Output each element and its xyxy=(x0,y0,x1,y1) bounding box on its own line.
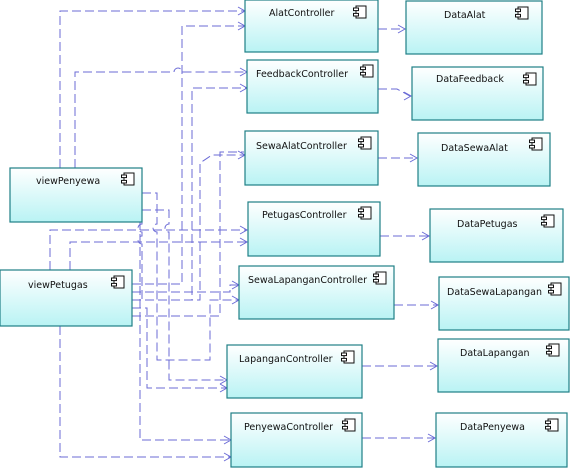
component-lapangancontroller[interactable]: LapanganController xyxy=(226,344,363,399)
component-datasewaalat[interactable]: DataSewaAlat xyxy=(417,132,551,187)
component-label: viewPenyewa xyxy=(36,176,100,187)
component-label: SewaAlatController xyxy=(256,141,347,152)
component-sewalapangancontroller[interactable]: SewaLapanganController xyxy=(238,265,395,320)
arrowhead-datapetugas xyxy=(421,231,431,241)
arrowhead-datasewalapangan xyxy=(430,300,440,310)
connector-viewpetugas-alatcontroller xyxy=(132,25,244,285)
component-label: PetugasController xyxy=(262,210,347,221)
component-alatcontroller[interactable]: AlatController xyxy=(244,0,379,53)
component-label: LapanganController xyxy=(239,354,333,365)
connector-viewpenyewa-lapangancontroller xyxy=(142,209,226,381)
connector-layer xyxy=(49,10,437,458)
component-feedbackcontroller[interactable]: FeedbackController xyxy=(246,59,379,114)
connector-viewpenyewa-alatcontroller xyxy=(59,10,244,168)
component-viewpenyewa[interactable]: viewPenyewa xyxy=(9,167,143,223)
component-label: DataSewaLapangan xyxy=(447,287,542,298)
connector-viewpetugas-sewaalatcontroller xyxy=(132,151,244,317)
connector-viewpetugas-lapangancontroller xyxy=(132,307,226,389)
connector-viewpetugas-sewalapangancontroller xyxy=(132,284,238,293)
arrowhead-datalapangan xyxy=(429,361,439,371)
component-sewaalatcontroller[interactable]: SewaAlatController xyxy=(244,130,379,186)
connector-viewpenyewa-penyewacontroller xyxy=(139,208,230,441)
connector-viewpenyewa-sewaalatcontroller xyxy=(137,154,244,301)
component-label: DataPenyewa xyxy=(460,422,525,433)
component-label: SewaLapanganController xyxy=(248,275,367,286)
connector-viewpetugas-petugascontroller-extra xyxy=(69,241,246,270)
connector-feedbackcontroller-datafeedback xyxy=(378,88,411,97)
component-label: DataFeedback xyxy=(436,74,504,85)
component-label: DataSewaAlat xyxy=(441,143,508,154)
connector-viewpenyewa-sewalapangancontroller xyxy=(142,192,238,361)
component-label: viewPetugas xyxy=(28,280,88,291)
component-label: DataAlat xyxy=(444,10,486,21)
connector-viewpetugas-penyewacontroller xyxy=(59,326,230,458)
component-label: PenyewaController xyxy=(244,422,333,433)
component-label: DataLapangan xyxy=(460,348,530,359)
connector-viewpetugas-feedbackcontroller xyxy=(132,87,246,301)
arrowhead-datasewaalat xyxy=(409,153,419,163)
arrowhead-datapenyewa xyxy=(427,433,437,443)
connector-viewpetugas-petugascontroller xyxy=(49,229,246,270)
component-dataalat[interactable]: DataAlat xyxy=(405,0,543,55)
arrowhead-datafeedback xyxy=(403,91,413,101)
component-penyewacontroller[interactable]: PenyewaController xyxy=(230,412,363,468)
arrowhead-petugascontroller-top xyxy=(239,225,249,235)
component-label: DataPetugas xyxy=(457,219,518,230)
component-datapetugas[interactable]: DataPetugas xyxy=(429,208,564,263)
component-label: AlatController xyxy=(269,8,335,19)
component-viewpetugas[interactable]: viewPetugas xyxy=(0,269,133,327)
component-label: FeedbackController xyxy=(256,69,348,80)
arrowhead-petugascontroller-bottom xyxy=(239,237,249,247)
component-datasewalapangan[interactable]: DataSewaLapangan xyxy=(438,276,570,331)
arrowhead-dataalat xyxy=(397,24,407,34)
component-petugascontroller[interactable]: PetugasController xyxy=(247,201,381,257)
component-datafeedback[interactable]: DataFeedback xyxy=(411,66,544,121)
connector-viewpenyewa-feedbackcontroller xyxy=(74,67,246,168)
component-datapenyewa[interactable]: DataPenyewa xyxy=(435,412,568,468)
component-datalapangan[interactable]: DataLapangan xyxy=(437,338,570,393)
